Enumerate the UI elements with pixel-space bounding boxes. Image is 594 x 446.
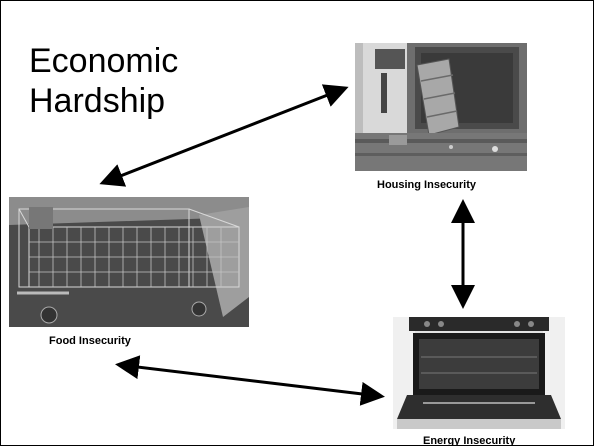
arrow-food-housing bbox=[99, 84, 349, 187]
housing-photo bbox=[355, 43, 527, 171]
title-line-1: Economic bbox=[29, 42, 179, 80]
food-photo bbox=[9, 197, 249, 327]
housing-caption: Housing Insecurity bbox=[377, 179, 477, 191]
energy-photo bbox=[393, 317, 565, 429]
energy-caption: Energy Insecurity bbox=[423, 435, 516, 446]
food-caption: Food Insecurity bbox=[49, 335, 131, 347]
arrow-food-energy bbox=[115, 355, 385, 406]
